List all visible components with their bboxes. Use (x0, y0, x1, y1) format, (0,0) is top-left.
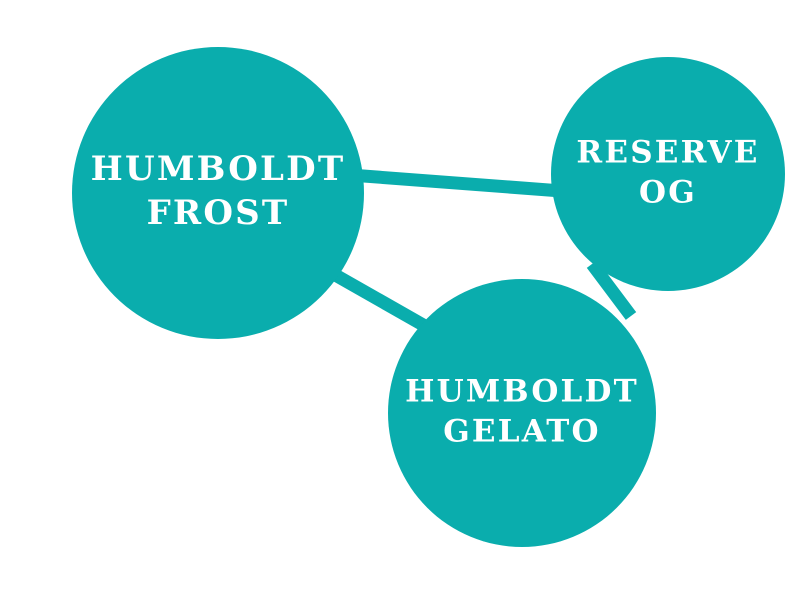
node-reserve-og[interactable]: RESERVE OG (551, 57, 785, 291)
node-humboldt-frost[interactable]: HUMBOLDT FROST (72, 47, 364, 339)
node-label-reserve-og-line1: RESERVE (576, 134, 759, 170)
node-humboldt-gelato[interactable]: HUMBOLDT GELATO (388, 279, 656, 547)
node-label-humboldt-gelato-line1: HUMBOLDT (405, 373, 639, 409)
edge-layer (326, 168, 637, 336)
node-label-humboldt-gelato-line2: GELATO (443, 414, 601, 450)
node-circle-humboldt-gelato[interactable] (388, 279, 656, 547)
edge-frost-to-reserve (349, 168, 576, 199)
node-circle-reserve-og[interactable] (551, 57, 785, 291)
edge-reserve-to-gelato (586, 260, 637, 320)
edge-frost-to-gelato (326, 266, 436, 336)
node-label-reserve-og-line2: OG (639, 175, 697, 211)
node-layer: HUMBOLDT FROST RESERVE OG HUMBOLDT GELAT… (72, 47, 785, 547)
node-label-humboldt-frost-line2: FROST (147, 193, 290, 233)
node-circle-humboldt-frost[interactable] (72, 47, 364, 339)
node-label-humboldt-frost-line1: HUMBOLDT (91, 149, 346, 189)
